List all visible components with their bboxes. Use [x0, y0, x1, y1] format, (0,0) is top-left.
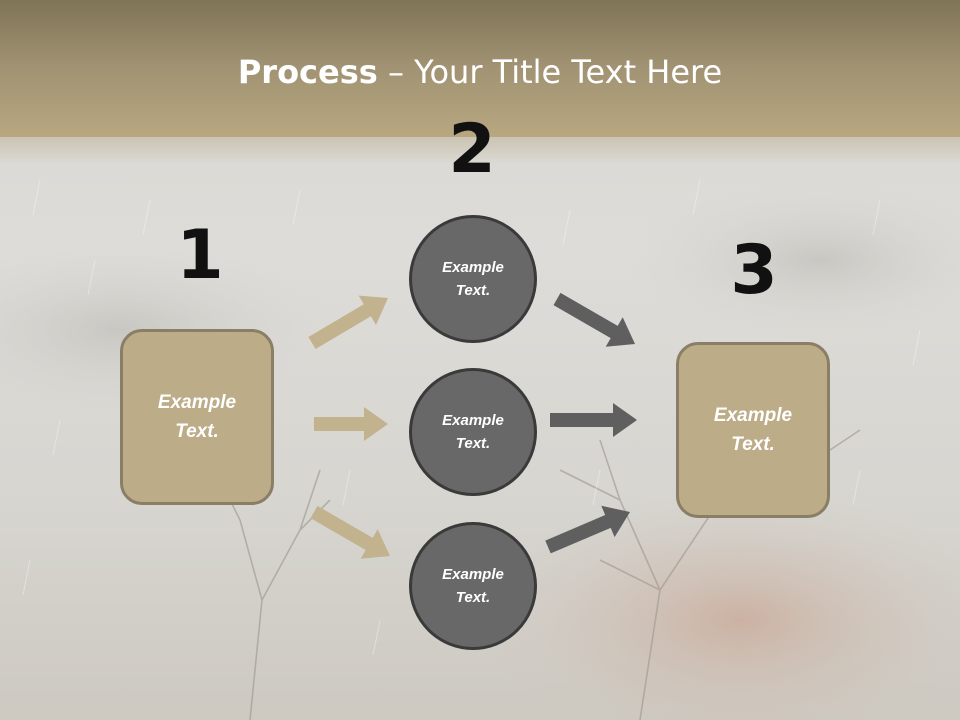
circle-text-middle: Example Text. — [442, 412, 504, 452]
arrow-left-to-middle — [314, 407, 388, 441]
right-step-box: Example Text. — [676, 342, 830, 518]
arrow-top-to-right — [553, 292, 635, 347]
circle-text-top: Example Text. — [442, 259, 504, 299]
arrow-middle-to-right — [550, 403, 637, 437]
title-rest: – Your Title Text Here — [377, 53, 723, 91]
slide-title: Process – Your Title Text Here — [0, 53, 960, 91]
circle-text-bottom: Example Text. — [442, 566, 504, 606]
title-bar-shadow — [0, 137, 960, 165]
step-circle-bottom: Example Text. — [409, 522, 537, 650]
step-number-2: 2 — [448, 110, 496, 189]
rain-streaks — [22, 179, 921, 656]
title-bold: Process — [237, 53, 378, 91]
arrow-left-to-bottom — [310, 505, 390, 559]
arrow-bottom-to-right — [545, 505, 630, 554]
step-circle-middle: Example Text. — [409, 368, 537, 496]
step-circle-top: Example Text. — [409, 215, 537, 343]
left-step-text: Example Text. — [157, 392, 237, 442]
step-number-1: 1 — [176, 216, 224, 295]
right-step-text: Example Text. — [713, 405, 793, 455]
left-step-box: Example Text. — [120, 329, 274, 505]
step-number-3: 3 — [730, 231, 778, 310]
title-bar — [0, 0, 960, 137]
arrow-left-to-top — [308, 295, 388, 349]
